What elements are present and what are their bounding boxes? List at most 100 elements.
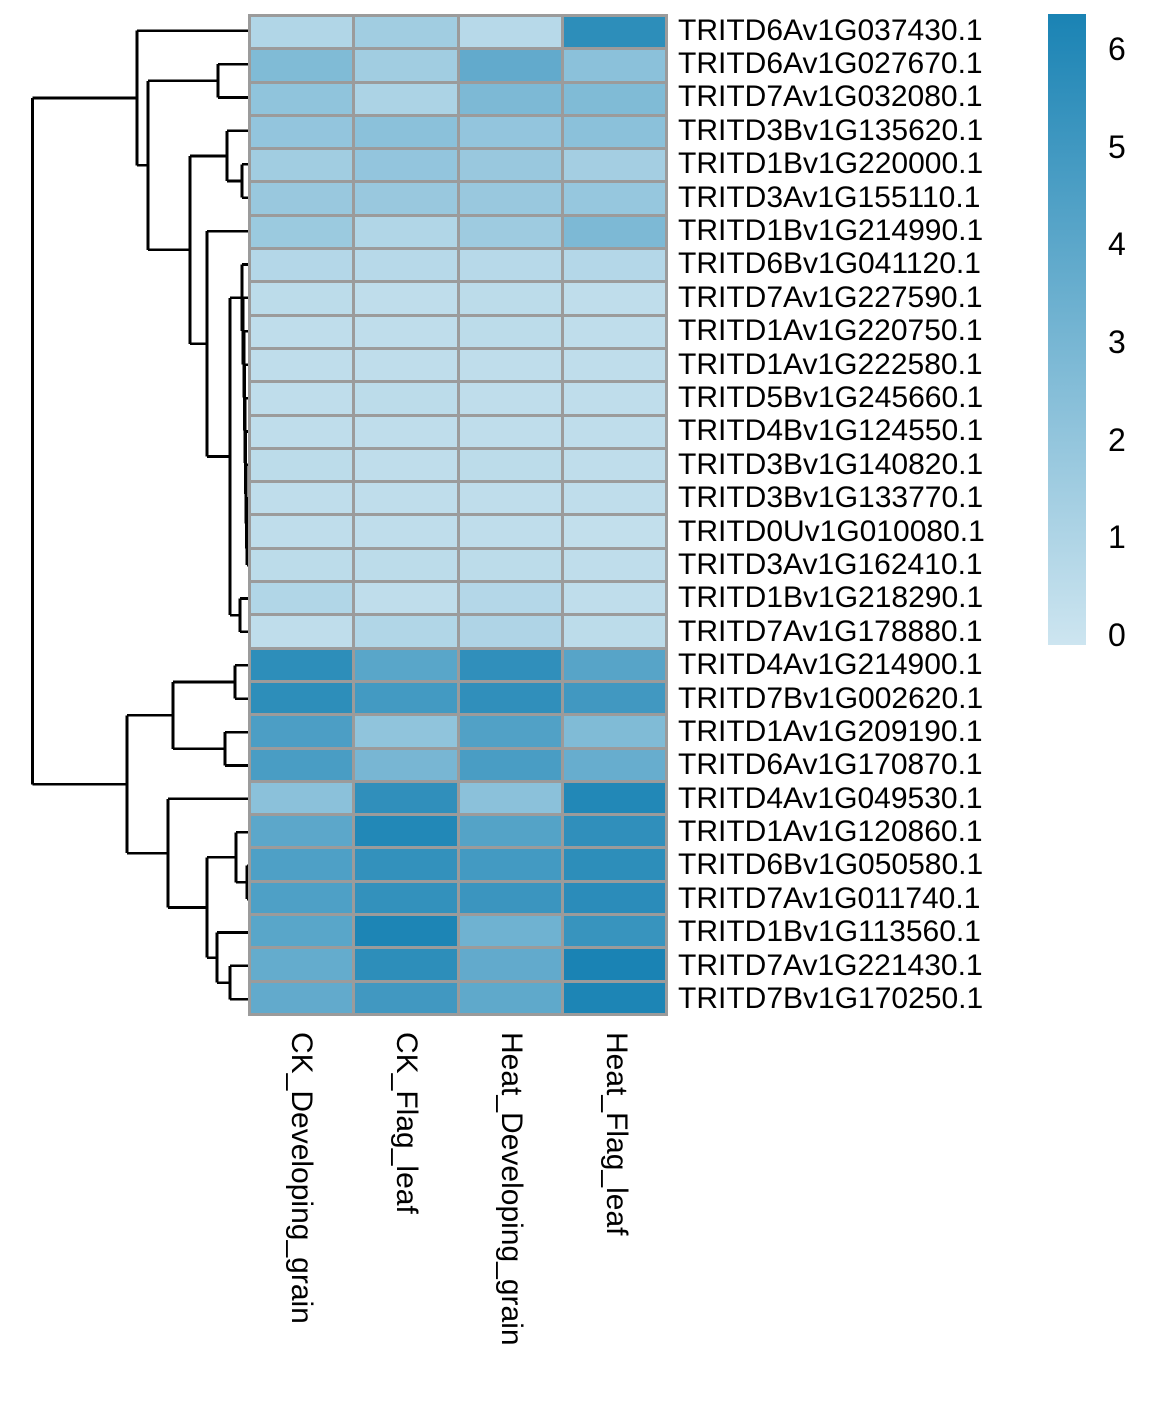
row-label: TRITD3Bv1G140820.1 bbox=[678, 447, 984, 481]
heatmap-cell bbox=[459, 849, 561, 880]
heatmap-cell bbox=[563, 116, 665, 148]
heatmap-cell bbox=[459, 549, 561, 581]
heatmap-cell bbox=[251, 549, 353, 581]
heatmap-cell bbox=[355, 449, 457, 481]
heatmap-cell bbox=[563, 349, 665, 381]
row-label: TRITD7Av1G221430.1 bbox=[678, 948, 983, 982]
heatmap-cell bbox=[251, 949, 353, 980]
heatmap-cell bbox=[251, 50, 353, 81]
heatmap-cell bbox=[459, 483, 561, 514]
heatmap-cell bbox=[563, 516, 665, 547]
row-label: TRITD4Bv1G124550.1 bbox=[678, 414, 984, 448]
heatmap-cell bbox=[251, 583, 353, 614]
column-label: Heat_Developing_grain bbox=[494, 1032, 528, 1346]
heatmap-cell bbox=[563, 17, 665, 48]
heatmap-cell bbox=[355, 782, 457, 814]
heatmap-cell bbox=[355, 516, 457, 547]
heatmap-cell bbox=[563, 682, 665, 714]
legend-tick-label: 3 bbox=[1108, 324, 1126, 360]
heatmap-cell bbox=[563, 383, 665, 414]
heatmap-cell bbox=[355, 250, 457, 281]
column-label: CK_Flag_leaf bbox=[389, 1032, 423, 1214]
row-label: TRITD6Av1G027670.1 bbox=[678, 47, 983, 81]
heatmap-cell bbox=[459, 949, 561, 980]
heatmap-cell bbox=[459, 916, 561, 947]
heatmap-cell bbox=[563, 183, 665, 214]
heatmap-cell bbox=[355, 849, 457, 880]
heatmap-cell bbox=[251, 283, 353, 314]
heatmap-cell bbox=[355, 583, 457, 614]
heatmap-cell bbox=[355, 982, 457, 1013]
heatmap-cell bbox=[355, 316, 457, 347]
legend-tick-label: 4 bbox=[1108, 226, 1126, 263]
heatmap-cell bbox=[251, 316, 353, 347]
heatmap-cell bbox=[563, 416, 665, 447]
row-label: TRITD1Av1G220750.1 bbox=[678, 314, 983, 348]
heatmap-cell bbox=[459, 383, 561, 414]
heatmap-cell bbox=[459, 749, 561, 780]
row-label: TRITD7Av1G178880.1 bbox=[678, 614, 983, 648]
row-label: TRITD6Bv1G041120.1 bbox=[678, 247, 981, 281]
column-label: Heat_Flag_leaf bbox=[599, 1032, 633, 1236]
heatmap-cell bbox=[251, 216, 353, 248]
heatmap-cell bbox=[355, 150, 457, 181]
row-label: TRITD3Av1G155110.1 bbox=[678, 180, 981, 214]
heatmap-cell bbox=[459, 882, 561, 914]
heatmap-cell bbox=[251, 183, 353, 214]
heatmap-cell bbox=[355, 116, 457, 148]
heatmap-cell bbox=[563, 782, 665, 814]
heatmap-cell bbox=[563, 583, 665, 614]
heatmap-cell bbox=[563, 483, 665, 514]
heatmap-cell bbox=[459, 583, 561, 614]
heatmap-cell bbox=[355, 716, 457, 747]
heatmap-cell bbox=[251, 616, 353, 647]
heatmap-cell bbox=[459, 150, 561, 181]
heatmap-cell bbox=[563, 916, 665, 947]
heatmap-cell bbox=[355, 749, 457, 780]
heatmap-cell bbox=[355, 50, 457, 81]
heatmap-cell bbox=[459, 17, 561, 48]
row-label: TRITD7Bv1G170250.1 bbox=[678, 982, 984, 1016]
row-label: TRITD6Bv1G050580.1 bbox=[678, 848, 984, 882]
heatmap-cell bbox=[251, 516, 353, 547]
heatmap-cell bbox=[251, 416, 353, 447]
heatmap-cell bbox=[355, 649, 457, 680]
heatmap-cell bbox=[459, 116, 561, 148]
heatmap-cell bbox=[355, 483, 457, 514]
heatmap-cell bbox=[355, 616, 457, 647]
legend-tick-label: 1 bbox=[1108, 519, 1126, 556]
row-label: TRITD7Av1G011740.1 bbox=[678, 881, 981, 915]
row-label: TRITD7Av1G032080.1 bbox=[678, 80, 983, 114]
heatmap-cell bbox=[355, 549, 457, 581]
heatmap-cell bbox=[251, 349, 353, 381]
heatmap-cell bbox=[355, 682, 457, 714]
row-label: TRITD3Bv1G135620.1 bbox=[678, 113, 984, 147]
heatmap-cell bbox=[563, 816, 665, 847]
row-label: TRITD4Av1G214900.1 bbox=[678, 648, 983, 682]
row-label: TRITD3Av1G162410.1 bbox=[678, 547, 983, 581]
heatmap-cell bbox=[355, 949, 457, 980]
heatmap-cell bbox=[459, 516, 561, 547]
heatmap-cell bbox=[459, 982, 561, 1013]
heatmap-cell bbox=[563, 216, 665, 248]
heatmap-cell bbox=[355, 383, 457, 414]
heatmap-cell bbox=[563, 716, 665, 747]
heatmap-cell bbox=[459, 349, 561, 381]
legend-tick-label: 2 bbox=[1108, 421, 1126, 458]
row-label: TRITD1Bv1G113560.1 bbox=[678, 915, 981, 949]
row-label: TRITD1Av1G120860.1 bbox=[678, 815, 983, 849]
heatmap-cell bbox=[563, 882, 665, 914]
heatmap-cell bbox=[251, 782, 353, 814]
heatmap-cell bbox=[563, 50, 665, 81]
heatmap-cell bbox=[459, 216, 561, 248]
row-label: TRITD3Bv1G133770.1 bbox=[678, 481, 984, 515]
heatmap-cell bbox=[459, 682, 561, 714]
heatmap-cell bbox=[251, 982, 353, 1013]
row-label: TRITD1Bv1G220000.1 bbox=[678, 147, 984, 181]
heatmap-cell bbox=[563, 449, 665, 481]
heatmap-cell bbox=[355, 416, 457, 447]
row-label: TRITD1Av1G209190.1 bbox=[678, 714, 983, 748]
row-label: TRITD5Bv1G245660.1 bbox=[678, 381, 984, 414]
heatmap-cell bbox=[459, 316, 561, 347]
